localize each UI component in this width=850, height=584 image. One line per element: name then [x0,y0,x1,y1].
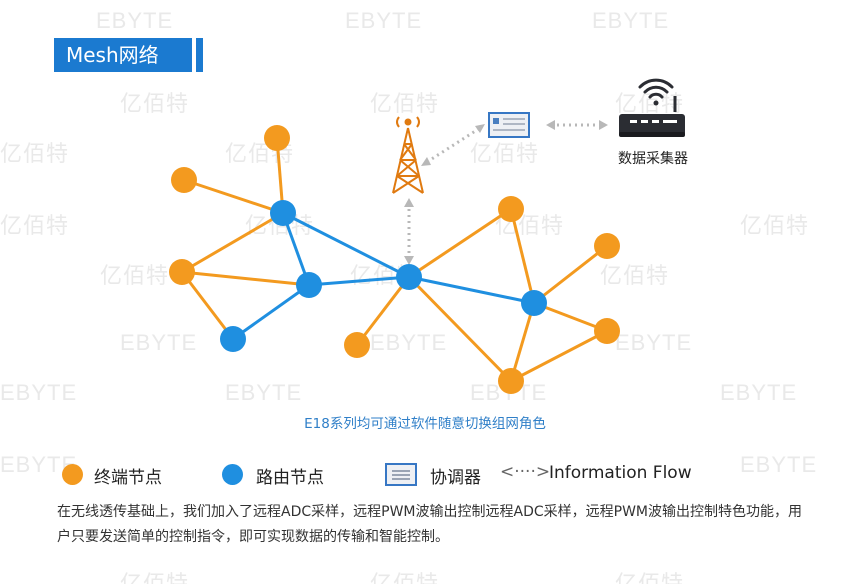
router-node [521,290,547,316]
watermark: 亿佰特 [470,141,540,166]
title-accent-bar [196,38,203,72]
watermark: 亿佰特 [0,213,70,238]
end-nodes [169,125,620,394]
watermark: EBYTE [720,380,798,405]
information-flow-lines [407,123,602,260]
flow-arrow-legend-icon: <····> [500,462,551,482]
watermark: 亿佰特 [740,213,810,238]
router-node [220,326,246,352]
watermark: EBYTE [370,330,448,355]
end-node [171,167,197,193]
watermark: 亿佰特 [615,91,685,116]
wifi-signal-icon [638,78,674,106]
end-node-links [180,137,608,383]
watermark: 亿佰特 [120,91,190,116]
watermark: 亿佰特 [615,571,685,584]
section-title: Mesh网络 [54,38,192,72]
end-node [169,259,195,285]
watermark: EBYTE [740,452,818,477]
end-node [264,125,290,151]
watermark: 亿佰特 [370,91,440,116]
diagram-caption: E18系列均可通过软件随意切换组网角色 [304,416,546,432]
legend: 终端节点 路由节点 协调器 <····> Information Flow [0,461,850,489]
end-node-legend-dot [62,464,83,485]
data-collector-label: 数据采集器 [618,151,688,167]
coordinator-module-icon [488,112,530,138]
watermark: 亿佰特 [100,263,170,288]
watermark: EBYTE [592,8,670,33]
watermark: EBYTE [225,380,303,405]
description-text: 在无线透传基础上，我们加入了远程ADC采样，远程PWM波输出控制远程ADC采样，… [57,504,802,545]
router-node-legend-label: 路由节点 [256,468,324,488]
coordinator-legend-label: 协调器 [430,468,481,488]
information-flow-arrowheads [404,120,608,265]
watermark: EBYTE [615,330,693,355]
end-node [344,332,370,358]
end-node [594,233,620,259]
watermark: EBYTE [345,8,423,33]
router-node-legend-dot [222,464,243,485]
tower-icon [392,116,424,194]
end-node-legend-label: 终端节点 [94,468,162,488]
end-node [498,368,524,394]
end-node [594,318,620,344]
flow-legend-label: Information Flow [549,463,692,483]
watermark: EBYTE [0,380,78,405]
watermark: EBYTE [96,8,174,33]
router-node [396,264,422,290]
router-links [232,211,535,341]
watermark: EBYTE [120,330,198,355]
coordinator-legend-icon [385,463,417,486]
router-nodes [220,200,547,352]
watermark: 亿佰特 [370,571,440,584]
end-node [498,196,524,222]
watermark: 亿佰特 [120,571,190,584]
watermark: 亿佰特 [600,263,670,288]
router-device-icon [619,96,685,137]
router-node [270,200,296,226]
router-node [296,272,322,298]
watermark: 亿佰特 [0,141,70,166]
